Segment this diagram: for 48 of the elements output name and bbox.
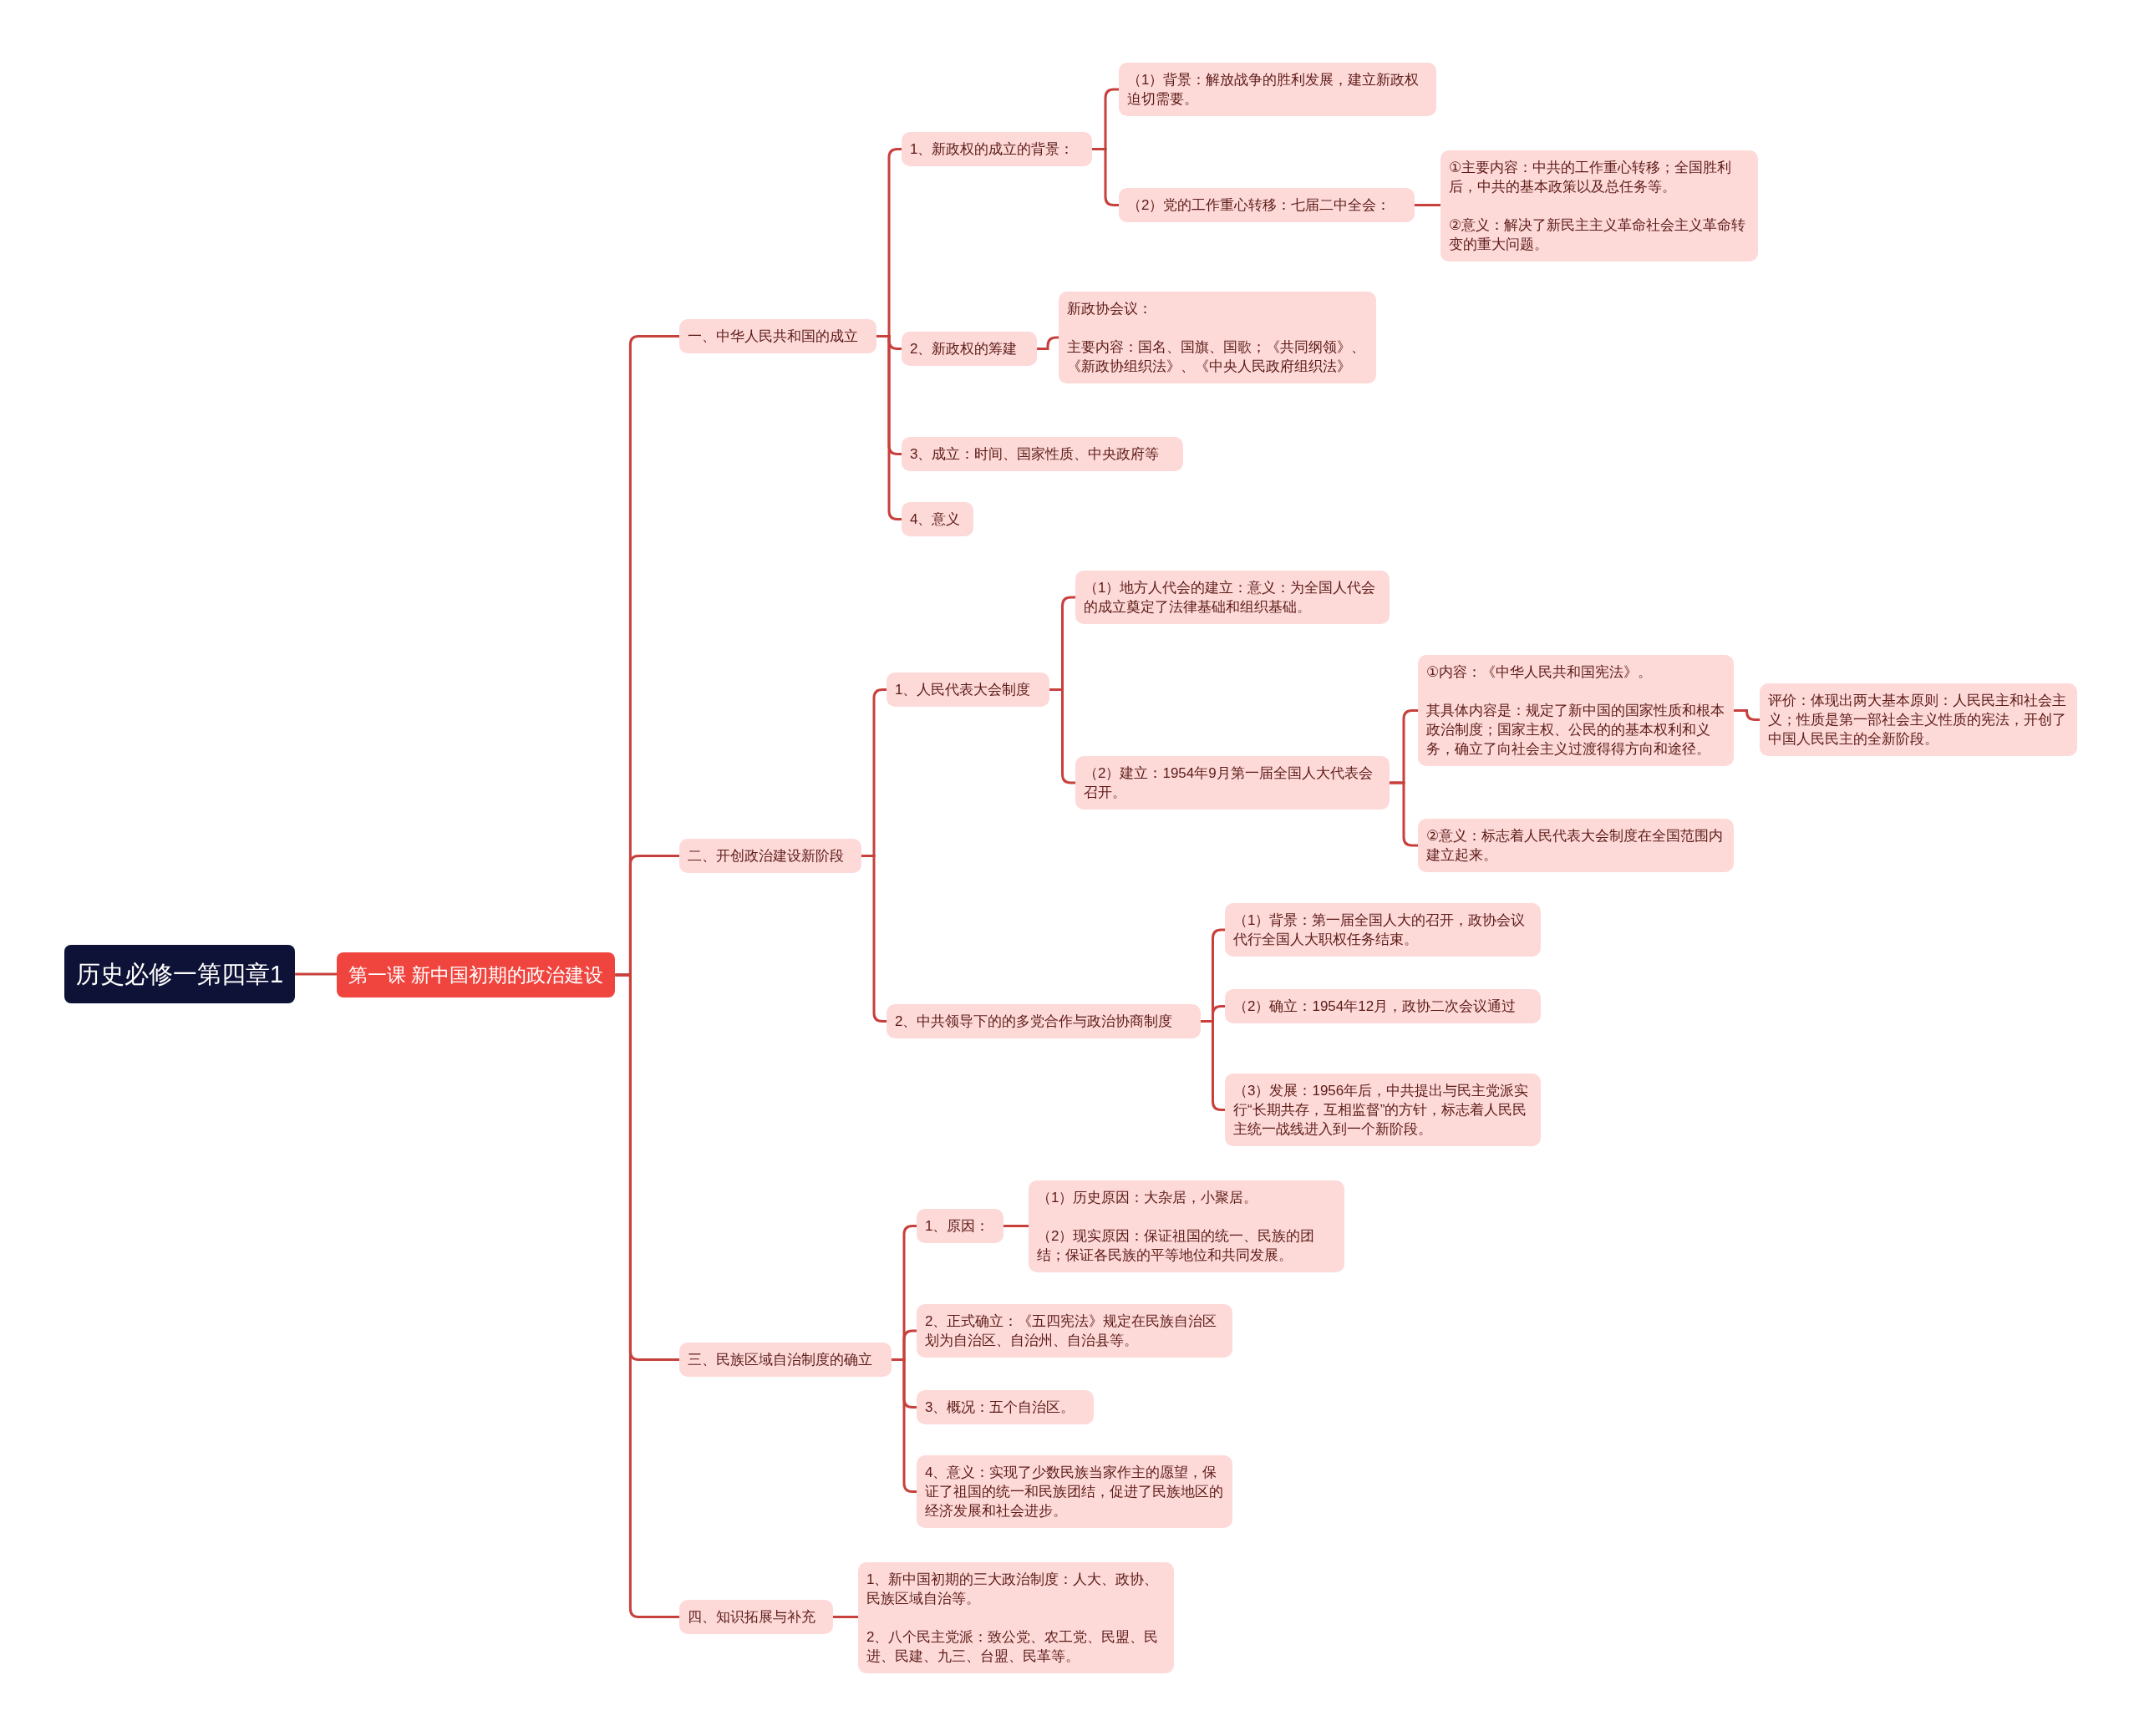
note-text: 新政协会议： <box>1067 300 1153 318</box>
topic-box: （1）背景：解放战争的胜利发展，建立新政权迫切需要。 <box>1119 63 1436 116</box>
connector-line <box>833 1616 858 1618</box>
connector-line <box>1415 204 1440 206</box>
note-text: 主要内容：国名、国旗、国歌；《共同纲领》、《新政协组织法》、《中央人民政府组织法》 <box>1067 338 1366 376</box>
note-text: 2、八个民主党派：致公党、农工党、民盟、民进、民建、九三、台盟、民革等。 <box>866 1628 1160 1666</box>
topic-box: 1、人民代表大会制度 <box>887 673 1049 707</box>
topic-box: 二、开创政治建设新阶段 <box>679 839 861 873</box>
topic-box: 1、新政权的成立的背景： <box>902 132 1092 166</box>
connector-line <box>1003 1225 1029 1227</box>
topic-box: 评价：体现出两大基本原则：人民民主和社会主义；性质是第一部社会主义性质的宪法，开创了中国人民民主的全新阶段。 <box>1760 683 2077 756</box>
topic-box: ②意义：标志着人民代表大会制度在全国范围内建立起来。 <box>1418 819 1734 872</box>
topic-box: 1、原因： <box>917 1209 1003 1243</box>
topic-box: 3、成立：时间、国家性质、中央政府等 <box>902 437 1183 471</box>
note-box <box>1418 655 1734 766</box>
topic-box: （2）建立：1954年9月第一届全国人大代表会召开。 <box>1075 756 1390 810</box>
topic-box: （2）党的工作重心转移：七届二中全会： <box>1119 188 1415 222</box>
topic-box: 三、民族区域自治制度的确立 <box>679 1343 892 1377</box>
connector-line <box>1092 148 1119 206</box>
connector-line <box>295 972 337 976</box>
topic-box: （1）背景：第一届全国人大的召开，政协会议代行全国人大职权任务结束。 <box>1225 903 1541 957</box>
topic-box: 2、中共领导下的的多党合作与政治协商制度 <box>887 1004 1201 1038</box>
root-topic-box: 历史必修一第四章1 <box>64 945 296 1003</box>
connector-line <box>615 973 679 1618</box>
note-text: （1）历史原因：大杂居，小聚居。 <box>1037 1189 1259 1207</box>
note-text: ②意义：解决了新民主主义革命社会主义革命转变的重大问题。 <box>1449 216 1747 254</box>
note-box <box>1059 292 1376 383</box>
note-box <box>1440 150 1758 261</box>
topic-box: 4、意义：实现了少数民族当家作主的愿望，保证了祖国的统一和民族团结，促进了民族地区的经济发展和社会进步。 <box>917 1455 1232 1528</box>
topic-box: （3）发展：1956年后，中共提出与民主党派实行“长期共存，互相监督”的方针，标志着人民民主统一战线进入到一个新阶段。 <box>1225 1074 1541 1146</box>
topic-box: 2、正式确立：《五四宪法》规定在民族自治区划为自治区、自治州、自治县等。 <box>917 1304 1232 1358</box>
note-text: ①主要内容：中共的工作重心转移；全国胜利后，中共的基本政策以及总任务等。 <box>1449 159 1733 196</box>
connector-line <box>1037 336 1059 350</box>
note-text: 1、新中国初期的三大政治制度：人大、政协、民族区域自治等。 <box>866 1571 1160 1608</box>
topic-box: 四、知识拓展与补充 <box>679 1600 833 1634</box>
topic-box: 2、新政权的筹建 <box>902 332 1037 366</box>
note-box <box>1029 1180 1344 1272</box>
topic-box: （2）确立：1954年12月，政协二次会议通过 <box>1225 989 1541 1023</box>
note-text: ①内容：《中华人民共和国宪法》。 <box>1426 663 1654 682</box>
topic-box: 3、概况：五个自治区。 <box>917 1390 1094 1424</box>
topic-box: 4、意义 <box>902 502 973 536</box>
note-box <box>858 1562 1174 1673</box>
note-text: （2）现实原因：保证祖国的统一、民族的团结；保证各民族的平等地位和共同发展。 <box>1037 1227 1316 1265</box>
connector-line <box>1734 709 1760 721</box>
main-topic-box: 第一课 新中国初期的政治建设 <box>337 952 616 997</box>
topic-box: 一、中华人民共和国的成立 <box>679 319 876 353</box>
note-text: 其具体内容是：规定了新中国的国家性质和根本政治制度；国家主权、公民的的基本权利和义务，确立了向社会主义过渡得得方向和途径。 <box>1426 702 1725 759</box>
topic-box: （1）地方人代会的建立：意义：为全国人代会的成立奠定了法律基础和组织基础。 <box>1075 571 1390 624</box>
